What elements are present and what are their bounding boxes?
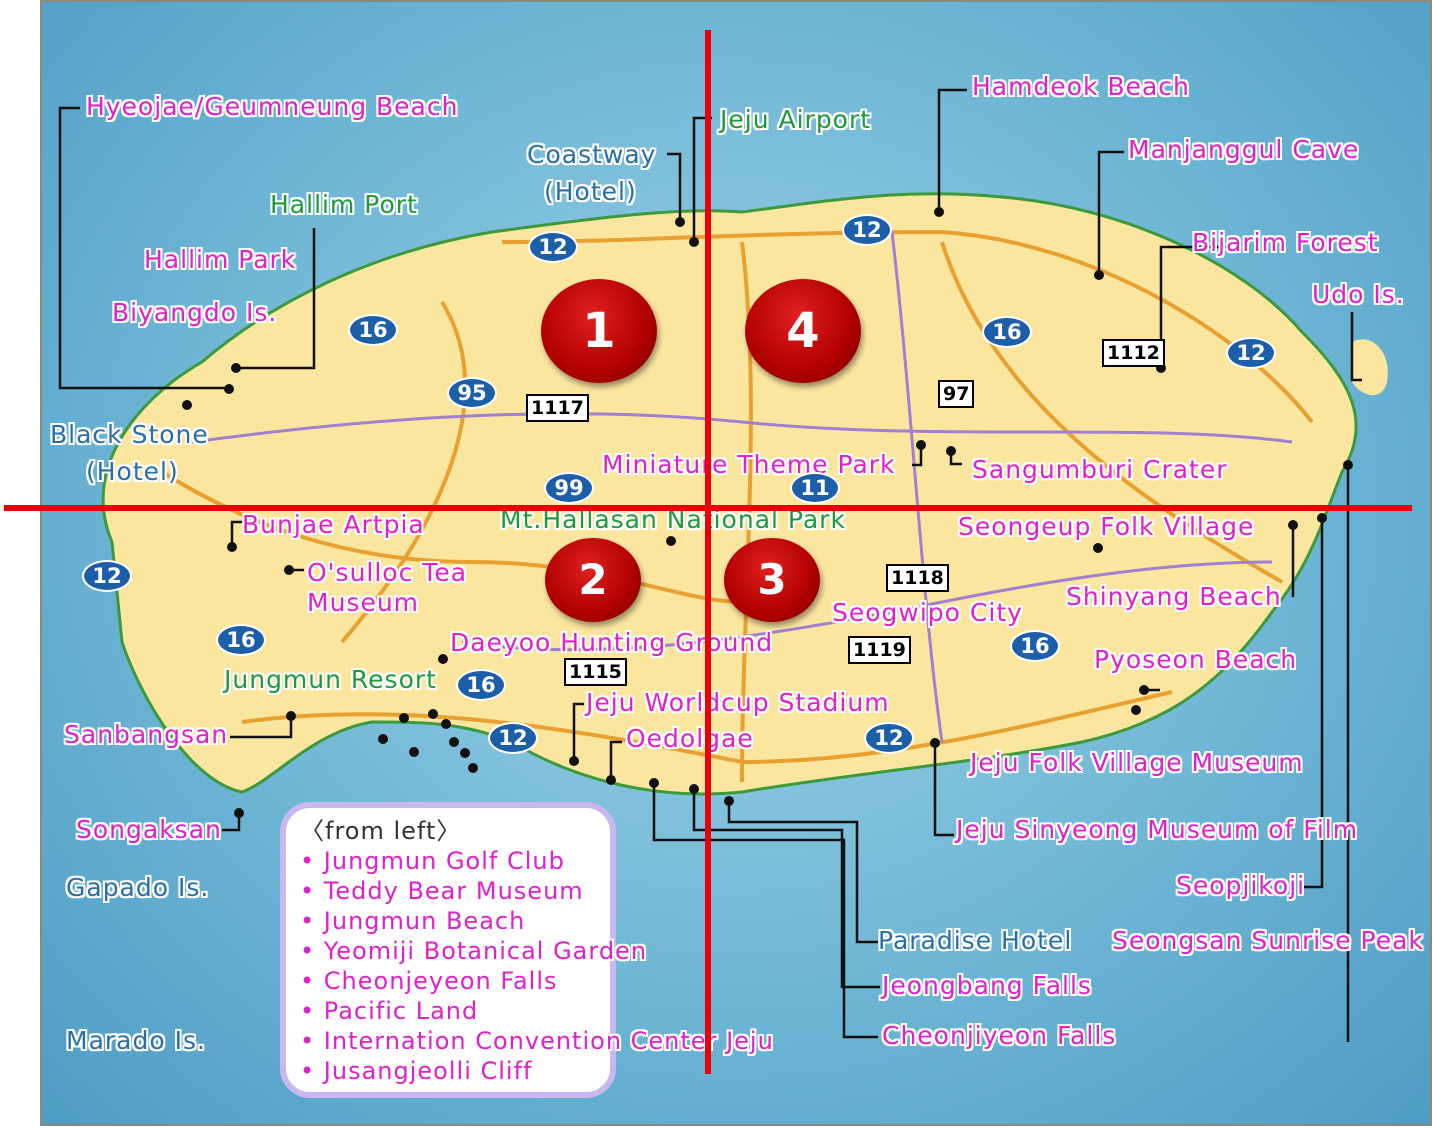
label-daeyoo: Daeyoo Hunting Ground (450, 628, 774, 657)
route-marker: 1112 (1102, 339, 1165, 367)
label-jeju-airport: Jeju Airport (720, 105, 872, 134)
label-gapado: Gapado Is. (66, 873, 210, 902)
leader-lines (58, 88, 1362, 1042)
route-marker: 1115 (564, 658, 627, 686)
label-biyangdo: Biyangdo Is. (112, 298, 278, 327)
highway-shield: 11 (790, 472, 840, 504)
jungmun-callout: 〈from left〉 • Jungmun Golf Club • Teddy … (280, 802, 774, 1098)
label-bijarim: Bijarim Forest (1192, 228, 1379, 257)
callout-item: • Cheonjeyeon Falls (300, 967, 558, 995)
label-shinyang: Shinyang Beach (1066, 582, 1282, 611)
route-marker: 1119 (848, 636, 911, 664)
highway-shield: 12 (528, 231, 578, 263)
route-marker: 1118 (886, 564, 949, 592)
label-sinyeong: Jeju Sinyeong Museum of Film (956, 815, 1359, 844)
highway-shield: 12 (488, 722, 538, 754)
label-osulloc-museum: Museum (307, 588, 420, 617)
label-udo: Udo Is. (1312, 280, 1405, 309)
highway-shield: 16 (456, 669, 506, 701)
label-songaksan: Songaksan (76, 815, 222, 844)
callout-item: • Jungmun Beach (300, 907, 526, 935)
label-seopjikoji: Seopjikoji (1176, 871, 1306, 900)
highway-shield: 16 (216, 624, 266, 656)
label-bunjae: Bunjae Artpia (242, 510, 425, 539)
highway-shield: 12 (842, 214, 892, 246)
label-folk-village-museum: Jeju Folk Village Museum (970, 748, 1304, 777)
callout-item: • Jungmun Golf Club (300, 847, 565, 875)
label-sangumburi: Sangumburi Crater (972, 455, 1228, 484)
quadrant-divider-horizontal (4, 505, 1412, 511)
callout-item: • Pacific Land (300, 997, 479, 1025)
label-hallim-port: Hallim Port (270, 190, 418, 219)
roads-orange (160, 229, 1314, 783)
label-black-stone: Black Stone (50, 420, 209, 449)
quadrant-marker-4[interactable]: 4 (745, 279, 861, 383)
callout-title: 〈from left〉 (300, 817, 462, 845)
callout-item: • Teddy Bear Museum (300, 877, 584, 905)
label-seogwipo: Seogwipo City (832, 598, 1023, 627)
highway-shield: 16 (348, 314, 398, 346)
highway-shield: 12 (864, 722, 914, 754)
label-coastway: Coastway (527, 140, 657, 169)
quadrant-marker-3[interactable]: 3 (724, 538, 820, 622)
label-worldcup: Jeju Worldcup Stadium (586, 688, 890, 717)
route-marker: 1117 (526, 394, 589, 422)
udo-island (1352, 339, 1388, 396)
label-miniature: Miniature Theme Park (602, 450, 896, 479)
label-seongsan: Seongsan Sunrise Peak (1112, 926, 1424, 955)
label-jeongbang: Jeongbang Falls (882, 971, 1092, 1000)
callout-item: • Yeomiji Botanical Garden (300, 937, 648, 965)
label-paradise: Paradise Hotel (878, 926, 1073, 955)
label-manjanggul: Manjanggul Cave (1128, 135, 1360, 164)
roads-purple (191, 231, 1293, 743)
quadrant-marker-1[interactable]: 1 (541, 279, 657, 383)
highway-shield: 12 (1226, 337, 1276, 369)
label-seongeup: Seongeup Folk Village (958, 512, 1255, 541)
label-hamdeok: Hamdeok Beach (972, 72, 1190, 101)
label-oedolgae: Oedolgae (626, 724, 754, 753)
label-hyeojae: Hyeojae/Geumneung Beach (86, 92, 459, 121)
highway-shield: 12 (82, 560, 132, 592)
callout-item: • Jusangjeolli Cliff (300, 1057, 533, 1085)
label-pyoseon: Pyoseon Beach (1094, 645, 1298, 674)
label-marado: Marado Is. (66, 1026, 206, 1055)
callout-item: • Internation Convention Center Jeju (300, 1027, 774, 1055)
quadrant-marker-2[interactable]: 2 (545, 538, 641, 622)
highway-shield: 95 (447, 377, 497, 409)
label-hallim-park: Hallim Park (144, 245, 297, 274)
label-sanbangsan: Sanbangsan (64, 720, 229, 749)
label-osulloc: O'sulloc Tea (307, 558, 468, 587)
highway-shield: 99 (544, 472, 594, 504)
highway-shield: 16 (1010, 630, 1060, 662)
label-cheonjiyeon: Cheonjiyeon Falls (882, 1021, 1117, 1050)
highway-shield: 16 (982, 316, 1032, 348)
label-black-stone-hotel: (Hotel) (86, 457, 179, 486)
label-coastway-hotel: (Hotel) (544, 177, 637, 206)
quadrant-divider-vertical (705, 30, 711, 1074)
label-jungmun: Jungmun Resort (224, 665, 437, 694)
route-marker: 97 (938, 380, 975, 408)
